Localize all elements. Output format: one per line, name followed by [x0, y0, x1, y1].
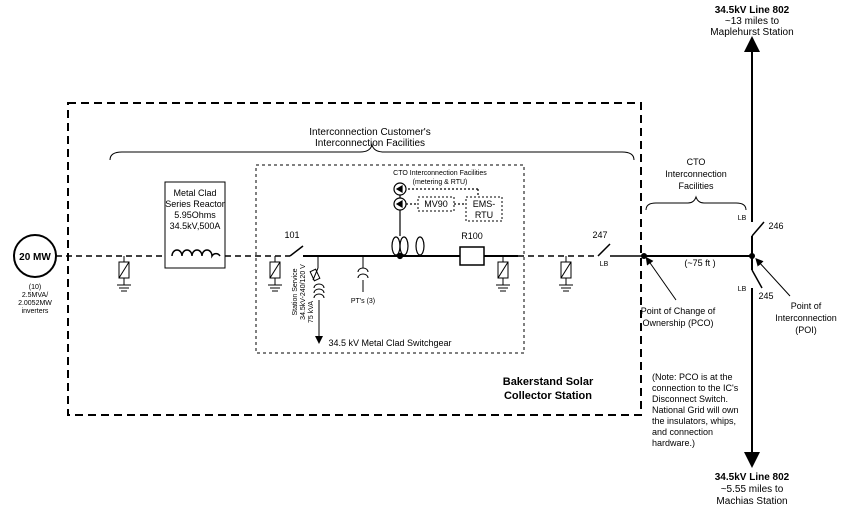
cto-facilities-label-2: Interconnection	[665, 169, 727, 179]
mv90-box	[417, 196, 455, 212]
ems-rtu-box	[465, 196, 503, 222]
note-line-2: connection to the IC's	[652, 383, 739, 393]
switch-246-lb: LB	[738, 215, 747, 222]
cto-facilities-label-1: CTO	[687, 157, 706, 167]
cto-metering-label-1: CTO Interconnection Facilities	[393, 170, 487, 177]
note-line-6: and connection	[652, 427, 713, 437]
potential-transformers	[357, 256, 369, 292]
poi-label-1: Point of	[791, 301, 822, 311]
switch-245-lb: LB	[738, 286, 747, 293]
cto-facilities-label-3: Facilities	[678, 181, 714, 191]
reactor-label-2: Series Reactor	[165, 199, 225, 209]
surge-arrester-2	[268, 256, 282, 292]
switch-247-lb: LB	[600, 261, 609, 268]
station-service-label-1: Station Service	[292, 268, 299, 315]
switch-101-label: 101	[284, 230, 299, 240]
switch-247-label: 247	[592, 230, 607, 240]
reactor-label-1: Metal Clad	[173, 188, 216, 198]
surge-arrester-1	[117, 256, 131, 292]
station-label-1: Bakerstand Solar	[503, 376, 594, 388]
note-line-4: National Grid will own	[652, 405, 739, 415]
line-south-label-1: 34.5kV Line 802	[715, 472, 790, 483]
line-south-label-3: Machias Station	[716, 496, 787, 507]
switch-246-blade	[751, 221, 765, 237]
line-north-label-1: 34.5kV Line 802	[715, 5, 790, 16]
switch-101-blade	[289, 245, 304, 257]
poi-label-3: (POI)	[795, 325, 817, 335]
note-line-7: hardware.)	[652, 438, 695, 448]
switch-247-blade	[597, 243, 611, 257]
meter-symbols	[393, 182, 479, 226]
pts-label: PT's (3)	[351, 298, 375, 305]
reactor-label-3: 5.95Ohms	[174, 210, 216, 220]
switchgear-label: 34.5 kV Metal Clad Switchgear	[328, 338, 451, 348]
customer-facilities-label-2: Interconnection Facilities	[315, 138, 425, 149]
distance-label: (~75 ft )	[684, 258, 715, 268]
cto-metering-label-2: (metering & RTU)	[413, 179, 468, 186]
breaker-r100	[459, 246, 485, 266]
source-note-2: 2.5MVA/	[22, 292, 48, 299]
line-north-label-2: ~13 miles to	[725, 16, 780, 27]
line-south-label-2: ~5.55 miles to	[721, 484, 784, 495]
source-label: 20 MW	[19, 252, 51, 263]
mv90-label: MV90	[424, 199, 448, 209]
source-note-3: 2.0052MW	[18, 300, 52, 307]
current-transformers	[391, 226, 425, 260]
collector-station-boundary	[67, 102, 642, 416]
customer-facilities-label-1: Interconnection Customer's	[309, 127, 430, 138]
line-north-label-3: Maplehurst Station	[710, 27, 793, 38]
pco-label-1: Point of Change of	[641, 306, 716, 316]
poi-label-2: Interconnection	[775, 313, 837, 323]
switch-245-blade	[751, 269, 763, 289]
switchgear-boundary	[255, 164, 525, 354]
station-service-branch	[309, 256, 325, 344]
reactor-coil	[171, 249, 221, 259]
station-service-label-2: 34.5kV-240/120 V	[300, 264, 307, 320]
reactor-label-4: 34.5kV,500A	[170, 221, 221, 231]
source-note-1: (10)	[29, 284, 41, 291]
switch-245-label: 245	[758, 291, 773, 301]
customer-facilities-brace	[109, 143, 635, 161]
station-service-label-3: 75 kVA	[308, 301, 315, 323]
station-label-2: Collector Station	[504, 390, 592, 402]
source-note-4: inverters	[22, 308, 49, 315]
pco-label-2: Ownership (PCO)	[642, 318, 713, 328]
surge-arrester-3	[496, 256, 510, 292]
ems-rtu-label-2: RTU	[475, 210, 493, 220]
breaker-r100-label: R100	[461, 231, 483, 241]
note-line-3: Disconnect Switch.	[652, 394, 728, 404]
note-line-5: the insulators, whips,	[652, 416, 736, 426]
ems-rtu-label-1: EMS-	[473, 199, 496, 209]
pco-leader	[645, 256, 677, 301]
poi-leader	[755, 258, 791, 297]
surge-arrester-4	[559, 256, 573, 292]
note-line-1: (Note: PCO is at the	[652, 372, 733, 382]
switch-246-label: 246	[768, 221, 783, 231]
cto-facilities-brace	[645, 195, 747, 211]
